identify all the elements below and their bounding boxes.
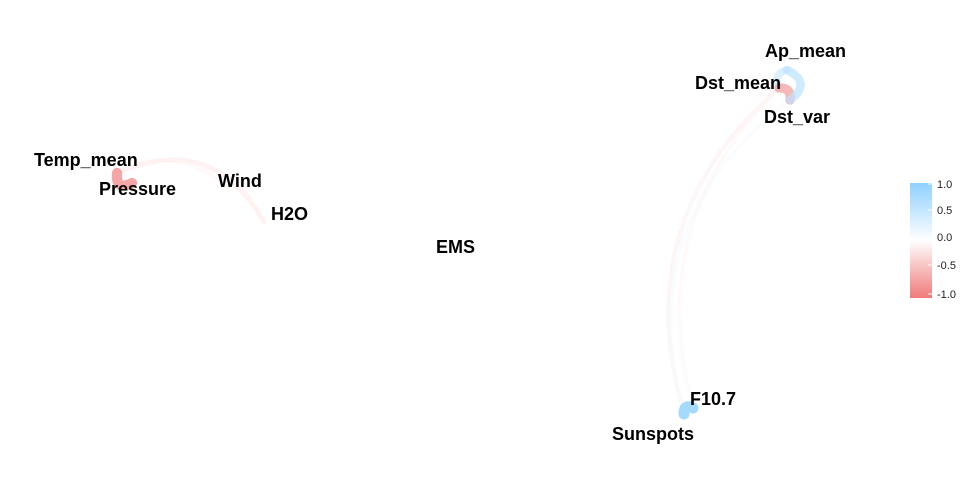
edge-ap-mean-f107	[672, 68, 789, 410]
edge-temp-mean-wind	[115, 158, 230, 190]
node-label-wind: Wind	[218, 171, 262, 191]
edge-dst-var-sunspots	[668, 98, 792, 416]
node-label-dst-mean: Dst_mean	[695, 73, 781, 93]
node-label-dst-var: Dst_var	[764, 107, 830, 127]
edge-temp-mean-pressure	[111, 167, 138, 191]
edge-dst-mean-sunspots	[666, 85, 782, 417]
node-label-ap-mean: Ap_mean	[765, 41, 846, 61]
edge-temp-mean-h2o	[114, 157, 267, 225]
legend-tick-label: -0.5	[937, 260, 956, 272]
node-label-ems: EMS	[436, 237, 475, 257]
edge-dst-mean-f107	[677, 86, 781, 410]
edge-ap-mean-dst-var	[782, 65, 805, 105]
color-legend: 1.0 0.5 0.0 -0.5 -1.0	[910, 179, 956, 301]
legend-ticks: 1.0 0.5 0.0 -0.5 -1.0	[928, 179, 956, 301]
legend-tick-label: 0.0	[937, 232, 952, 244]
node-label-temp-mean: Temp_mean	[34, 150, 138, 170]
node-label-f107: F10.7	[690, 389, 736, 409]
edge-f107-sunspots	[678, 401, 699, 420]
legend-tick-label: -1.0	[937, 289, 956, 301]
legend-tick-label: 1.0	[937, 179, 952, 191]
legend-color-bar	[910, 183, 932, 298]
node-label-pressure: Pressure	[99, 179, 176, 199]
node-label-sunspots: Sunspots	[612, 424, 694, 444]
edge-layer	[111, 65, 805, 420]
node-label-h2o: H2O	[271, 204, 308, 224]
legend-tick-label: 0.5	[937, 205, 952, 217]
